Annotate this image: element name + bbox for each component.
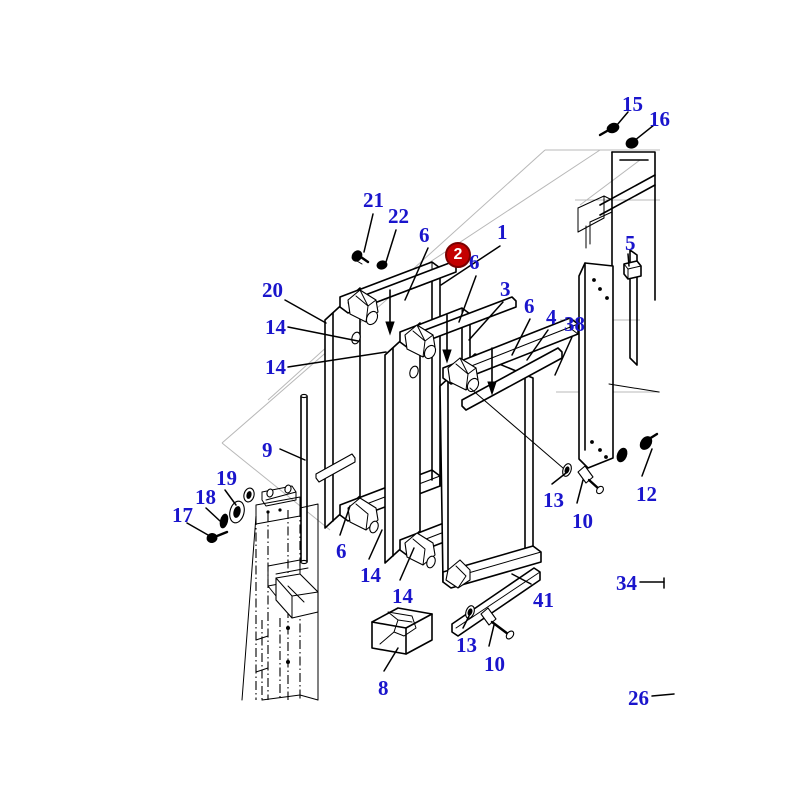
callout-label-9-15[interactable]: 9 <box>262 438 273 462</box>
callout-label-20-9[interactable]: 20 <box>262 278 283 302</box>
callout-label-22-1[interactable]: 22 <box>388 204 409 228</box>
callout-label-10-23[interactable]: 10 <box>572 509 593 533</box>
callout-label-13-22[interactable]: 13 <box>543 488 564 512</box>
callout-label-8-28[interactable]: 8 <box>378 676 389 700</box>
bolt-21-hardware <box>351 250 370 265</box>
side-guard-panel <box>578 262 660 469</box>
bolt-12-hardware <box>639 432 659 450</box>
callout-label-14-10[interactable]: 14 <box>265 315 286 339</box>
callout-label-6-19[interactable]: 6 <box>336 539 347 563</box>
bolt-15-hardware <box>598 122 620 137</box>
callout-label-21-0[interactable]: 21 <box>363 188 384 212</box>
callout-label-14-21[interactable]: 14 <box>392 584 413 608</box>
bolt-10-right <box>577 465 604 495</box>
callout-label-4-7[interactable]: 4 <box>546 305 557 329</box>
callout-label-16-13[interactable]: 16 <box>649 107 670 131</box>
radiator-core-front <box>439 317 579 589</box>
callout-label-6-4[interactable]: 6 <box>469 250 480 274</box>
highlighted-part-badge[interactable]: 2 <box>445 242 471 268</box>
support-rod-9 <box>300 393 308 565</box>
callout-leader-lines <box>186 111 675 697</box>
washer-18-hardware <box>219 513 229 529</box>
callout-label-41-25[interactable]: 41 <box>533 588 554 612</box>
clip-5 <box>623 260 642 280</box>
callout-label-5-14[interactable]: 5 <box>625 231 636 255</box>
nut-22-hardware <box>376 260 388 270</box>
callout-label-12-24[interactable]: 12 <box>636 482 657 506</box>
callout-label-6-6[interactable]: 6 <box>524 294 535 318</box>
washer-12b-hardware <box>616 447 628 463</box>
callout-label-14-20[interactable]: 14 <box>360 563 381 587</box>
mount-bracket-phantom <box>241 484 319 701</box>
callout-label-17-18[interactable]: 17 <box>172 503 193 527</box>
callout-label-1-3[interactable]: 1 <box>497 220 508 244</box>
callout-label-3-5[interactable]: 3 <box>500 277 511 301</box>
callout-label-26-30[interactable]: 26 <box>628 686 649 710</box>
callout-label-6-2[interactable]: 6 <box>419 223 430 247</box>
callout-label-13-26[interactable]: 13 <box>456 633 477 657</box>
callout-label-10-27[interactable]: 10 <box>484 652 505 676</box>
washer-19-hardware <box>229 500 245 524</box>
callout-label-15-12[interactable]: 15 <box>622 92 643 116</box>
cooler-core-rear <box>315 261 457 534</box>
callout-label-18-17[interactable]: 18 <box>195 485 216 509</box>
bolt-17-hardware <box>206 530 229 544</box>
small-washer-upper <box>243 487 255 503</box>
rubber-mount-block-8 <box>371 607 433 655</box>
callout-label-19-16[interactable]: 19 <box>216 466 237 490</box>
bolt-10-bottom <box>480 607 515 640</box>
callout-label-34-29[interactable]: 34 <box>616 571 637 595</box>
right-vertical-rail <box>629 249 638 366</box>
callout-label-14-11[interactable]: 14 <box>265 355 286 379</box>
callout-label-38-8[interactable]: 38 <box>564 312 585 336</box>
cooler-core-middle <box>384 296 517 569</box>
